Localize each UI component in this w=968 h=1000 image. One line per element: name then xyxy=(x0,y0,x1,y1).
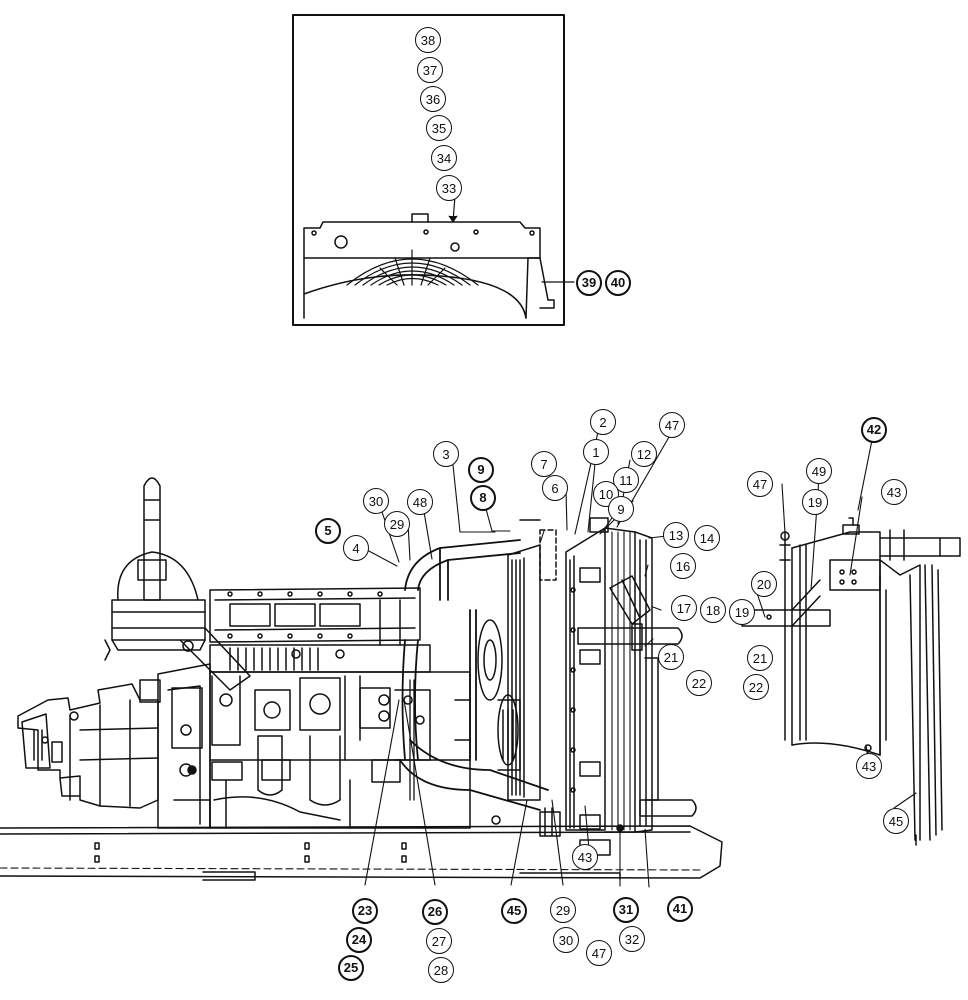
callout-32: 32 xyxy=(619,926,645,952)
callout-23: 23 xyxy=(352,898,378,924)
callout-40: 40 xyxy=(605,270,631,296)
callout-25: 25 xyxy=(338,955,364,981)
callout-29b: 29 xyxy=(550,897,576,923)
callout-14: 14 xyxy=(694,525,720,551)
callout-38: 38 xyxy=(415,27,441,53)
radiator xyxy=(539,517,653,856)
callout-29: 29 xyxy=(384,511,410,537)
callout-19b: 19 xyxy=(802,489,828,515)
fastener-icons xyxy=(187,765,624,832)
radiator-detail xyxy=(741,517,961,846)
callout-47c: 47 xyxy=(586,940,612,966)
callout-18: 18 xyxy=(700,597,726,623)
callout-47b: 47 xyxy=(747,471,773,497)
callout-26: 26 xyxy=(422,899,448,925)
callout-12: 12 xyxy=(631,441,657,467)
callout-22b: 22 xyxy=(743,674,769,700)
callout-27: 27 xyxy=(426,928,452,954)
callout-8: 8 xyxy=(470,485,496,511)
inset-detail xyxy=(292,14,575,326)
coolant-hoses xyxy=(399,539,549,811)
callout-4: 4 xyxy=(343,535,369,561)
callout-45b: 45 xyxy=(883,808,909,834)
callout-39: 39 xyxy=(576,270,602,296)
callout-48: 48 xyxy=(407,489,433,515)
callout-33: 33 xyxy=(436,175,462,201)
callout-28: 28 xyxy=(428,957,454,983)
frame-rail xyxy=(0,825,723,881)
callout-5: 5 xyxy=(315,518,341,544)
callout-17: 17 xyxy=(671,595,697,621)
exhaust-and-air-cleaner xyxy=(104,477,251,691)
fan-shroud-side xyxy=(507,519,557,801)
callout-43: 43 xyxy=(881,479,907,505)
callout-9b: 9 xyxy=(608,496,634,522)
callout-30: 30 xyxy=(363,488,389,514)
callout-7: 7 xyxy=(531,451,557,477)
hydraulic-pump xyxy=(17,679,161,809)
callout-2: 2 xyxy=(590,409,616,435)
callout-16: 16 xyxy=(670,553,696,579)
callout-34: 34 xyxy=(431,145,457,171)
callout-21: 21 xyxy=(658,644,684,670)
callout-1: 1 xyxy=(583,439,609,465)
engine-block xyxy=(209,587,471,829)
callout-3: 3 xyxy=(433,441,459,467)
callout-19: 19 xyxy=(729,599,755,625)
callout-6: 6 xyxy=(542,475,568,501)
callout-49: 49 xyxy=(806,458,832,484)
callout-42: 42 xyxy=(861,417,887,443)
fan-guard xyxy=(346,249,479,286)
callout-9: 9 xyxy=(468,457,494,483)
fan-pulley xyxy=(477,619,521,771)
callout-21b: 21 xyxy=(747,645,773,671)
callout-13: 13 xyxy=(663,522,689,548)
callout-43b: 43 xyxy=(856,753,882,779)
callout-37: 37 xyxy=(417,57,443,83)
callout-47: 47 xyxy=(659,412,685,438)
callout-36: 36 xyxy=(420,86,446,112)
callout-45: 45 xyxy=(501,898,527,924)
callout-41: 41 xyxy=(667,896,693,922)
callout-43c: 43 xyxy=(572,844,598,870)
callout-31: 31 xyxy=(613,897,639,923)
callout-20: 20 xyxy=(751,571,777,597)
callout-24: 24 xyxy=(346,927,372,953)
callout-22: 22 xyxy=(686,670,712,696)
callout-35: 35 xyxy=(426,115,452,141)
inset-frame xyxy=(292,14,565,326)
callout-30b: 30 xyxy=(553,927,579,953)
oil-cooler xyxy=(577,575,697,817)
flywheel-housing xyxy=(157,663,211,829)
